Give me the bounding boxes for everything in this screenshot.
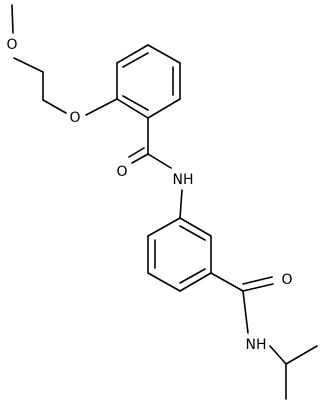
bond-carbonyl1-n bbox=[147, 153, 172, 169]
ring1-bond-5 bbox=[147, 98, 181, 119]
bond-carbonyl2-o-b bbox=[242, 276, 273, 285]
bond-ch2-o bbox=[42, 99, 67, 114]
atom-o-carbonyl-1: O bbox=[116, 164, 127, 180]
bond-carbonyl2-o-a bbox=[242, 283, 274, 292]
ring1-inner-1 bbox=[122, 52, 149, 68]
atom-n-amide-2: NH bbox=[246, 337, 267, 353]
bond-ring2-carbonyl bbox=[210, 272, 244, 292]
ring2-bond-1 bbox=[147, 217, 181, 237]
ring1-inner-3 bbox=[122, 95, 149, 111]
ring2-inner-1 bbox=[179, 225, 206, 241]
ring1-bond-2 bbox=[116, 44, 149, 64]
atom-o-ether: O bbox=[69, 110, 80, 126]
bond-methyl-o bbox=[11, 4, 14, 34]
atom-n-amide-1: NH bbox=[173, 172, 194, 188]
bond-n-isopropyl bbox=[269, 345, 287, 365]
atom-labels: O O O NH O NH bbox=[6, 37, 292, 353]
ring1-bond-6 bbox=[116, 98, 149, 119]
ring2-bond-3 bbox=[147, 272, 181, 292]
bond-carbonyl2-n bbox=[242, 290, 249, 334]
bond-o-ring bbox=[85, 98, 118, 116]
bond-o-ch2 bbox=[13, 57, 44, 73]
bond-n-ring2 bbox=[179, 189, 183, 219]
atom-o-methoxy: O bbox=[6, 37, 17, 53]
ring2-bond-4 bbox=[179, 272, 212, 292]
atom-o-carbonyl-2: O bbox=[281, 272, 292, 288]
ring2-inner-3 bbox=[179, 268, 206, 284]
ring2-bond-6 bbox=[179, 217, 212, 237]
bonds bbox=[11, 4, 318, 400]
bond-isopropyl-me1 bbox=[285, 345, 318, 365]
bond-carbonyl1-o-a bbox=[131, 153, 149, 164]
ring1-bond-3 bbox=[147, 44, 181, 64]
bond-carbonyl1-o-b bbox=[128, 147, 145, 158]
